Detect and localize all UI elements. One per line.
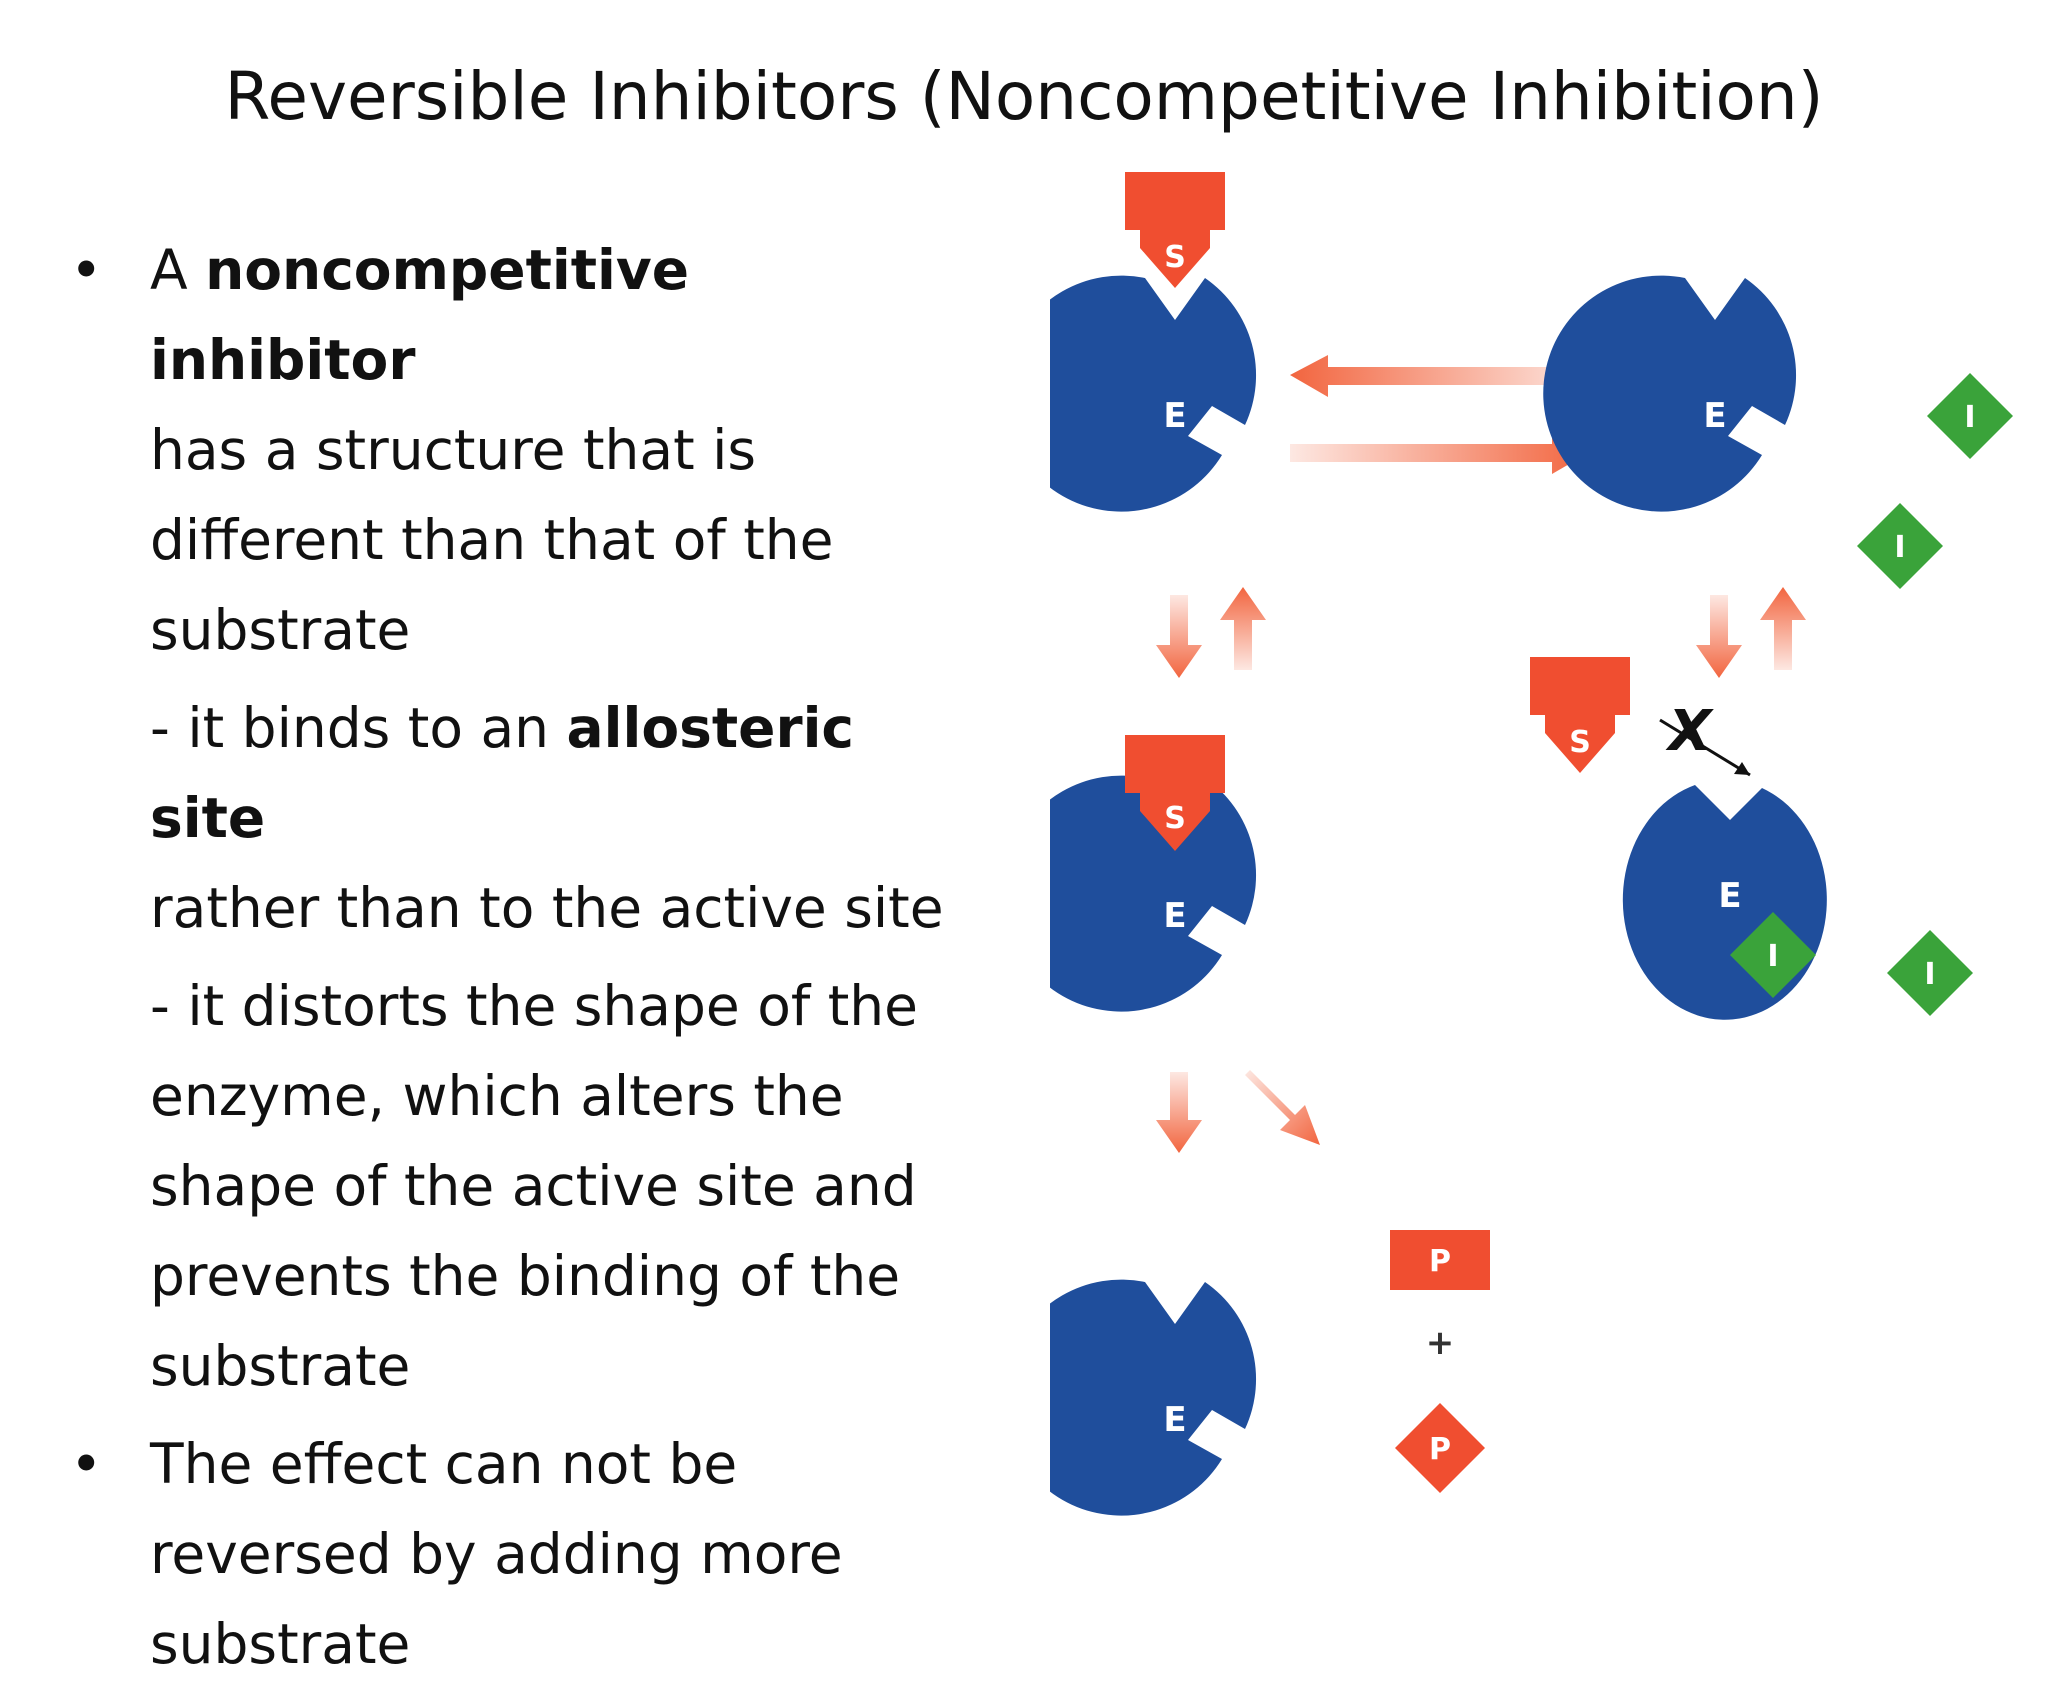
substrate-blocked: S (1530, 657, 1630, 773)
enzyme-label: E (1703, 396, 1726, 436)
plus-sign: + (1426, 1323, 1455, 1363)
enzyme-substrate-complex: E S (1050, 735, 1257, 1012)
enzyme-released: E (1050, 1279, 1257, 1516)
arrows-right-1 (1696, 587, 1806, 678)
inhibitor-label: I (1964, 400, 1975, 435)
inhibitor-free: I (1857, 503, 1943, 589)
enzyme-free: E (1050, 275, 1257, 512)
bullet-line: substrate (150, 598, 411, 662)
bullet-line: - it distorts the shape of the (150, 974, 918, 1038)
bullet-line: reversed by adding more (150, 1522, 843, 1586)
bullet-line: different than that of the (150, 508, 834, 572)
diagram-svg: E S E I I (1050, 172, 2013, 1516)
bullet-line: - it binds to an allosteric site (150, 683, 970, 863)
bullet-item: • A noncompetitive inhibitor has a struc… (70, 225, 970, 675)
product-label: P (1429, 1244, 1451, 1279)
product-diamond: P (1395, 1403, 1485, 1493)
inhibitor-label: I (1894, 530, 1905, 565)
bullet-line: The effect can not be (150, 1432, 738, 1496)
text-span: A (150, 238, 206, 302)
inhibitor-free: I (1927, 373, 2013, 459)
substrate-label: S (1164, 240, 1186, 275)
inhibitor-label: I (1924, 957, 1935, 992)
term-noncompetitive-inhibitor: noncompetitive inhibitor (150, 238, 690, 392)
bullet-line: shape of the active site and (150, 1154, 917, 1218)
enzyme-label: E (1163, 1400, 1186, 1440)
arrows-left-1 (1156, 587, 1266, 678)
bullet-symbol: • (70, 1432, 103, 1496)
blocked-binding-mark: X (1659, 699, 1751, 777)
substrate-label: S (1164, 801, 1186, 836)
bullet-line: rather than to the active site (150, 876, 944, 940)
bullet-symbol: • (70, 238, 103, 302)
enzyme-free-right: E (1543, 275, 1797, 512)
enzyme-label: E (1163, 896, 1186, 936)
text-span: - it binds to an (150, 696, 567, 760)
bullet-line: A noncompetitive inhibitor (150, 225, 970, 405)
blocked-x-mark: X (1665, 699, 1714, 764)
bullet-line: substrate (150, 1612, 411, 1676)
noncompetitive-inhibition-diagram: E S E I I (1050, 160, 2030, 1530)
inhibitor-label: I (1767, 939, 1778, 974)
bullet-list: • A noncompetitive inhibitor has a struc… (70, 225, 970, 1689)
enzyme-label: E (1163, 396, 1186, 436)
bullet-item: • The effect can not be reversed by addi… (70, 1419, 970, 1689)
slide-title: Reversible Inhibitors (Noncompetitive In… (224, 58, 1824, 135)
product-square: P (1390, 1230, 1490, 1290)
bullet-line: has a structure that is (150, 418, 757, 482)
substrate-incoming: S (1125, 172, 1225, 288)
product-label: P (1429, 1432, 1451, 1467)
bullet-line: prevents the binding of the (150, 1244, 901, 1308)
arrows-to-products (1156, 1070, 1320, 1153)
bullet-line: enzyme, which alters the (150, 1064, 844, 1128)
sub-bullet-distorts: - it distorts the shape of the enzyme, w… (70, 961, 970, 1411)
enzyme-label: E (1718, 876, 1741, 916)
sub-bullet-allosteric: - it binds to an allosteric site rather … (70, 683, 970, 953)
equilibrium-arrows-top (1290, 355, 1590, 474)
substrate-label: S (1569, 725, 1591, 760)
term-allosteric-site: allosteric site (150, 696, 855, 850)
enzyme-inhibitor-complex: E I (1622, 785, 1827, 1020)
inhibitor-free: I (1887, 930, 1973, 1016)
bullet-line: substrate (150, 1334, 411, 1398)
